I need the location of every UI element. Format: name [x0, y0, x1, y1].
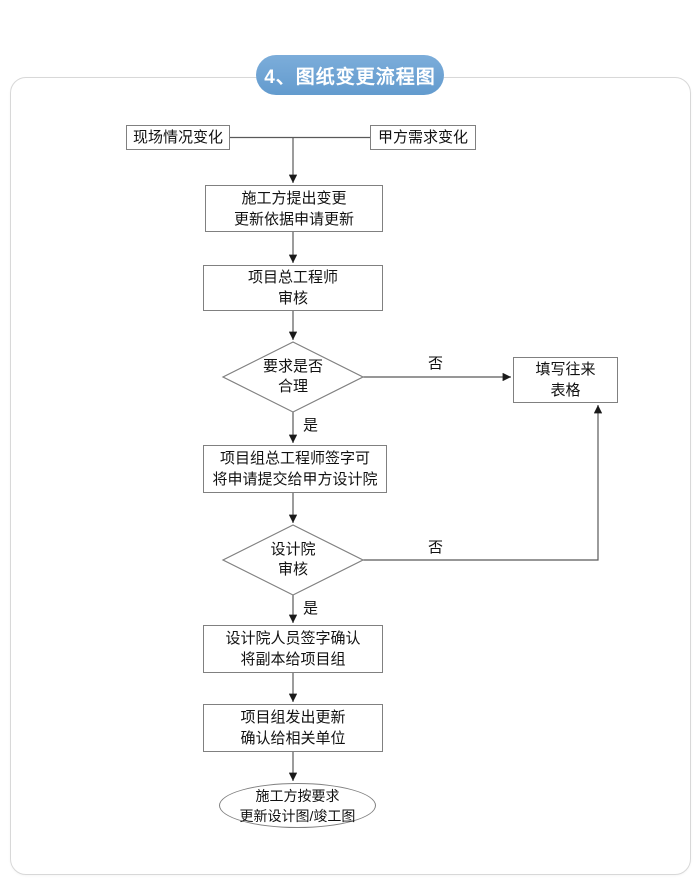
flow-node-issue-update: 项目组发出更新 确认给相关单位 [203, 704, 383, 752]
decision-institute-label: 设计院 审核 [270, 541, 316, 578]
flow-node-site-change: 现场情况变化 [126, 125, 230, 150]
page-title: 4、图纸变更流程图 [256, 55, 444, 95]
flow-node-institute-sign-confirm: 设计院人员签字确认 将副本给项目组 [203, 625, 383, 673]
flow-node-propose-change: 施工方提出变更 更新依据申请更新 [205, 185, 383, 232]
decision-reasonable-label: 要求是否 合理 [262, 358, 323, 395]
flow-node-sign-and-submit: 项目组总工程师签字可 将申请提交给甲方设计院 [203, 445, 387, 493]
flow-node-chief-engineer-review: 项目总工程师 审核 [203, 265, 383, 311]
edge-label-yes-1: 是 [301, 414, 321, 435]
flow-node-update-drawings: 施工方按要求 更新设计图/竣工图 [219, 783, 376, 828]
edge-label-yes-2: 是 [301, 597, 321, 618]
edge-label-no-2: 否 [426, 536, 446, 557]
flow-node-fill-form: 填写往来 表格 [513, 357, 618, 403]
page-title-label: 4、图纸变更流程图 [264, 66, 436, 88]
edge-label-no-1: 否 [426, 352, 446, 373]
flow-node-client-change: 甲方需求变化 [370, 125, 476, 150]
